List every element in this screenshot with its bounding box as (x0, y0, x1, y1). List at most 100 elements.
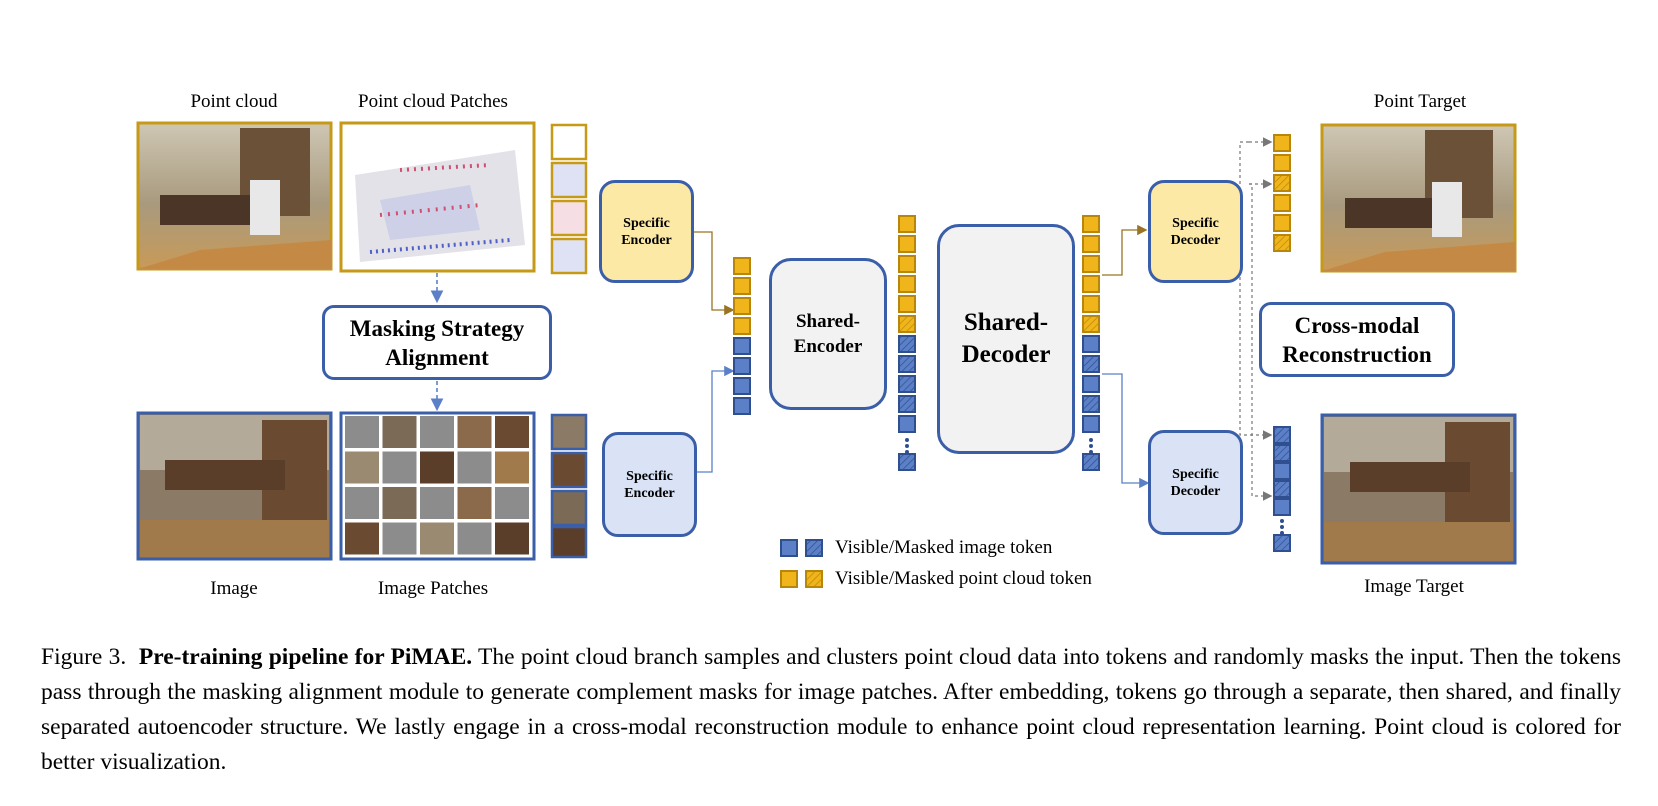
point-token-masked (1273, 174, 1291, 192)
image-target-photo (1320, 413, 1517, 565)
shared-encoder: Shared- Encoder (769, 258, 887, 410)
image-token (1273, 498, 1291, 516)
point-token (1273, 194, 1291, 212)
specific-decoder-point-line2: Decoder (1170, 232, 1221, 248)
image-token-masked (898, 453, 916, 471)
masking-line1: Masking Strategy (349, 315, 525, 341)
image-token (1082, 335, 1100, 353)
legend-image-token-label: Visible/Masked image token (835, 537, 1053, 558)
pipeline-diagram (136, 121, 1517, 588)
image-token (733, 397, 751, 415)
point-token (1082, 215, 1100, 233)
legend-visible-image-swatch (780, 539, 798, 557)
image-token-masked (898, 395, 916, 413)
label-point-cloud-patches: Point cloud Patches (358, 91, 508, 112)
caption-title: Pre-training pipeline for PiMAE. (138, 644, 473, 670)
point-cloud-image (136, 121, 333, 271)
image-token (898, 415, 916, 433)
point-token (898, 275, 916, 293)
point-token (898, 255, 916, 273)
point-token (733, 297, 751, 315)
label-image-target: Image Target (1364, 576, 1464, 597)
masked-image-patch (345, 487, 379, 519)
specific-encoder-image-line2: Encoder (624, 485, 675, 501)
ellipsis-dot (905, 438, 909, 442)
label-point-target: Point Target (1373, 91, 1467, 112)
visible-image-patch (345, 522, 379, 555)
visible-image-patch (495, 451, 529, 484)
image-token-masked (1082, 395, 1100, 413)
ellipsis-dot (1089, 438, 1093, 442)
image-token-masked (1082, 355, 1100, 373)
visible-image-patch (495, 522, 529, 555)
point-token (1082, 255, 1100, 273)
shared-encoder-line2: Encoder (793, 336, 863, 357)
image-token-masked (1273, 480, 1291, 498)
visible-image-patch (382, 487, 417, 519)
visible-image-patch (457, 487, 492, 519)
point-token (898, 215, 916, 233)
label-point-cloud: Point cloud (190, 91, 278, 112)
point-token (733, 257, 751, 275)
masking-line2: Alignment (385, 344, 489, 370)
visible-image-patch (382, 416, 417, 448)
image-token-masked (1273, 534, 1291, 552)
visible-image-patch (345, 451, 379, 484)
caption-body: The point cloud branch samples and clust… (41, 644, 1622, 775)
cross-modal-line2: Reconstruction (1282, 341, 1432, 367)
shared-decoder: Shared-Decoder (937, 224, 1075, 454)
point-target-image (1320, 123, 1517, 273)
masked-image-patch (495, 487, 529, 519)
ellipsis-dot (1280, 519, 1284, 523)
image-photo (136, 411, 333, 561)
ellipsis-dot (1280, 525, 1284, 529)
image-token-masked (1273, 444, 1291, 462)
shared-encoder-line1: Shared- (795, 311, 861, 332)
point-cloud-patches-image (339, 121, 536, 273)
ellipsis-dot (905, 444, 909, 448)
legend-point-token-label: Visible/Masked point cloud token (835, 568, 1092, 589)
point-token (898, 235, 916, 253)
specific-decoder-image-line2: Decoder (1170, 483, 1221, 499)
point-patch-column (550, 123, 588, 275)
cross-modal-line1: Cross-modal (1294, 312, 1420, 338)
legend-masked-point-swatch (805, 570, 823, 588)
legend-masked-image-swatch (805, 539, 823, 557)
token-stacks (733, 134, 1291, 552)
masked-image-patch (457, 522, 492, 555)
specific-encoder-point-line1: Specific (623, 215, 670, 231)
image-token-masked (1273, 426, 1291, 444)
specific-encoder-image-line1: Specific (626, 468, 673, 484)
point-token (733, 317, 751, 335)
masked-image-patch (420, 487, 454, 519)
visible-image-patch (420, 451, 454, 484)
point-token-masked (898, 315, 916, 333)
specific-decoder-point-line1: Specific (1172, 215, 1219, 231)
image-token (733, 357, 751, 375)
caption-prefix: Figure 3. (41, 644, 127, 670)
label-image-patches: Image Patches (377, 578, 489, 599)
pipeline-figure: Point cloud Point cloud Patches Image Im… (136, 91, 1517, 599)
point-token-masked (1273, 234, 1291, 252)
masked-image-patch (382, 451, 417, 484)
point-token (1082, 275, 1100, 293)
ellipsis-dot (1089, 444, 1093, 448)
image-token (1082, 415, 1100, 433)
shared-decoder-line1: Shared- (963, 309, 1049, 336)
image-patch-column (550, 413, 588, 559)
point-token (733, 277, 751, 295)
point-token (1082, 295, 1100, 313)
image-token (733, 377, 751, 395)
image-token (1273, 462, 1291, 480)
image-token-masked (898, 335, 916, 353)
masked-image-patch (382, 522, 417, 555)
image-token-masked (898, 355, 916, 373)
point-token (1273, 134, 1291, 152)
specific-decoder-image-line1: Specific (1172, 466, 1219, 482)
point-token (1082, 235, 1100, 253)
